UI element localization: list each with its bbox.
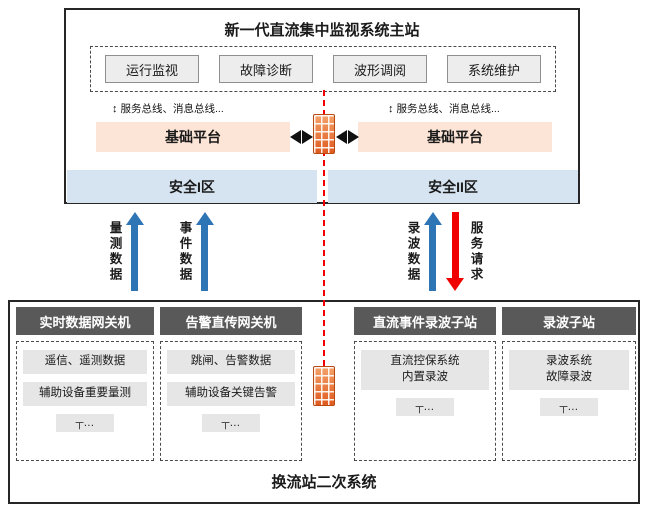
flow-label: 录波数据 [405,220,420,283]
apps-container: 运行监视 故障诊断 波形调阅 系统维护 [90,46,556,92]
flow-measurement-data: 量测数据 [108,212,144,291]
app-waveform-review: 波形调阅 [333,55,427,83]
flow-wave-record-data: 录波数据 [406,212,442,291]
ellipsis-box: ┬… [202,414,260,432]
column-items-container: 跳闸、告警数据 辅助设备关键告警 ┬… [160,341,302,461]
down-arrow-icon [446,212,464,291]
flow-label: 事件数据 [177,220,192,283]
arrow-right-icon [302,130,313,144]
up-arrow-icon [125,212,144,291]
column-alarm-gateway: 告警直传网关机 跳闸、告警数据 辅助设备关键告警 ┬… [160,307,302,461]
arrow-left-icon [336,130,347,144]
bidirectional-arrow-icon [336,130,359,144]
converter-station-box: 实时数据网关机 遥信、遥测数据 辅助设备重要量测 ┬… 告警直传网关机 跳闸、告… [8,300,640,504]
app-fault-diagnosis: 故障诊断 [219,55,313,83]
data-item: 辅助设备重要量测 [23,382,147,406]
flow-service-request: 服务请求 [446,212,483,291]
bus-updown-arrow-icon: ↕ [388,102,394,115]
column-dc-event-recorder: 直流事件录波子站 直流控保系统 内置录波 ┬… [354,307,496,461]
column-items-container: 遥信、遥测数据 辅助设备重要量测 ┬… [16,341,154,461]
data-item: 录波系统 故障录波 [509,350,629,390]
column-realtime-gateway: 实时数据网关机 遥信、遥测数据 辅助设备重要量测 ┬… [16,307,154,461]
master-station-title: 新一代直流集中监视系统主站 [224,22,420,39]
app-run-monitoring: 运行监视 [105,55,199,83]
flow-event-data: 事件数据 [178,212,214,291]
ellipsis-box: ┬… [396,398,454,416]
data-item: 遥信、遥测数据 [23,350,147,374]
firewall-icon [313,114,335,154]
base-platform-zone2: 基础平台 [358,122,552,152]
column-header: 实时数据网关机 [16,307,154,335]
data-item: 直流控保系统 内置录波 [361,350,489,390]
bus-updown-arrow-icon: ↕ [112,102,118,115]
base-platform-zone1: 基础平台 [96,122,290,152]
flow-label: 量测数据 [107,220,122,283]
service-bus-label-left: ↕ 服务总线、消息总线... [112,101,224,116]
column-header: 告警直传网关机 [160,307,302,335]
column-items-container: 直流控保系统 内置录波 ┬… [354,341,496,461]
up-arrow-icon [195,212,214,291]
bidirectional-arrow-icon [290,130,313,144]
column-wave-recorder: 录波子站 录波系统 故障录波 ┬… [502,307,636,461]
service-bus-label-right: ↕ 服务总线、消息总线... [388,101,500,116]
arrow-right-icon [348,130,359,144]
master-station-box: 新一代直流集中监视系统主站 运行监视 故障诊断 波形调阅 系统维护 ↕ 服务总线… [64,8,580,204]
column-header: 直流事件录波子站 [354,307,496,335]
column-header: 录波子站 [502,307,636,335]
bus-label-text: 服务总线、消息总线... [120,103,224,115]
bus-label-text: 服务总线、消息总线... [396,103,500,115]
arrow-left-icon [290,130,301,144]
firewall-icon [313,366,335,406]
security-zone-1: 安全I区 [67,170,317,203]
ellipsis-box: ┬… [540,398,598,416]
security-boundary-line [323,90,325,406]
app-system-maintenance: 系统维护 [447,55,541,83]
flow-label: 服务请求 [468,220,483,283]
converter-station-title: 换流站二次系统 [271,474,377,491]
security-zone-2: 安全II区 [328,170,578,203]
data-item: 辅助设备关键告警 [167,382,295,406]
column-items-container: 录波系统 故障录波 ┬… [502,341,636,461]
data-item: 跳闸、告警数据 [167,350,295,374]
ellipsis-box: ┬… [56,414,114,432]
up-arrow-icon [423,212,442,291]
